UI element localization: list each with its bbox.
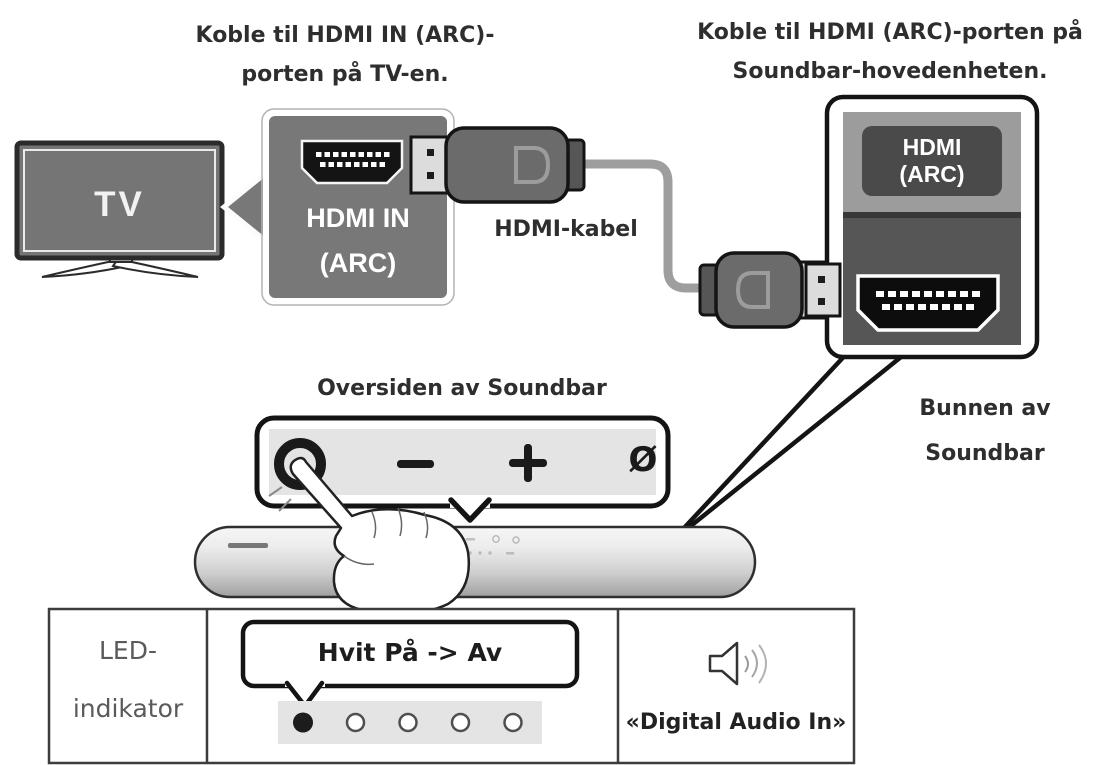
soundbar-port-label: HDMI (ARC) [862,134,1002,188]
soundbar-port-label-line2: (ARC) [899,161,965,187]
hdmi-port-large-icon [856,274,1000,332]
led-dot-off [345,712,366,733]
soundbar-logo [228,543,268,548]
volume-up-button-icon [509,444,547,482]
volume-down-button-icon [397,460,434,468]
mute-button-icon: Ø [628,440,658,480]
led-dot-on [293,712,313,733]
tv-port-label-line1: HDMI IN [306,203,410,233]
soundbar-illustration [193,525,757,599]
tv-illustration [14,140,225,278]
table-row-header-line2: indikator [72,694,184,723]
heading-soundbar-line2: Soundbar-hovedenheten. [732,59,1048,84]
speaker-sound-icon [708,641,767,686]
led-dot-off [450,712,471,733]
soundbar-bottom-label-line2: Soundbar [925,441,1045,466]
heading-soundbar-connection: Koble til HDMI (ARC)-porten på Soundbar-… [690,13,1090,91]
soundbar-bottom-label: Bunnen av Soundbar [885,386,1085,476]
soundbar-callout-pointer [681,346,909,532]
soundbar-port-label-line1: HDMI [902,134,962,160]
multifunction-button-icon [274,438,326,490]
led-status-bubble-label: Hvit På -> Av [317,637,503,667]
heading-tv-connection: Koble til HDMI IN (ARC)- porten på TV-en… [190,16,500,94]
top-panel-callout-box [254,415,671,523]
heading-tv-line2: porten på TV-en. [241,62,449,87]
digital-audio-in-label: «Digital Audio In» [625,710,847,735]
tv-label: TV [94,185,145,224]
led-status-bubble [240,619,580,689]
soundbar-hdmi-callout-box [804,94,1040,360]
hdmi-arc-label-plate [862,126,1002,196]
tv-port-label-line2: (ARC) [319,248,397,278]
hdmi-cable-label: HDMI-kabel [494,217,638,242]
tv-hdmi-callout-box [261,108,455,306]
led-table [47,607,856,765]
pointing-hand-illustration [268,456,471,615]
led-dot-off [398,712,418,733]
table-row-header-line1: LED- [99,636,157,665]
heading-tv-line1: Koble til HDMI IN (ARC)- [195,23,495,48]
table-row-header: LED- indikator [51,622,205,738]
hdmi-port-icon [300,139,404,185]
tv-port-label: HDMI IN (ARC) [266,196,450,286]
top-panel-title: Oversiden av Soundbar [317,376,607,401]
led-dot-off [503,712,523,733]
led-dots [293,712,523,733]
hdmi-connector-left-icon [409,126,586,204]
soundbar-bottom-label-line1: Bunnen av [919,396,1051,421]
hdmi-plug-tip-icon [804,262,842,318]
heading-soundbar-line1: Koble til HDMI (ARC)-porten på [697,20,1083,45]
